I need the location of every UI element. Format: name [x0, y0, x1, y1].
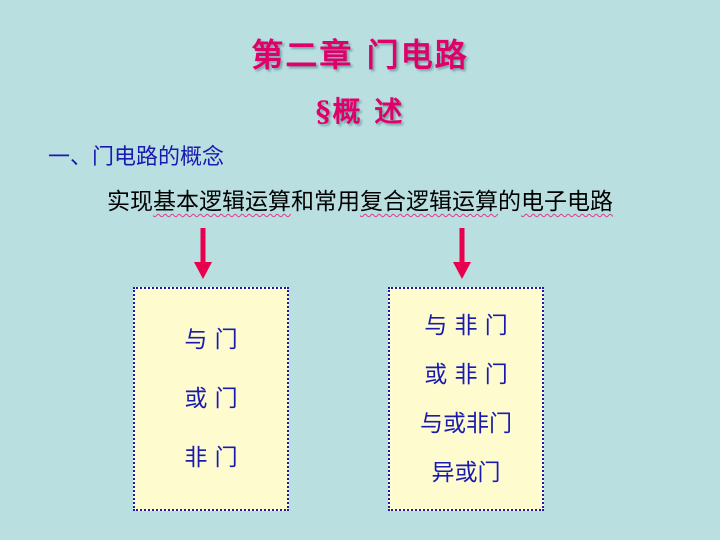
nand-gate-label: 与 非 门: [424, 312, 508, 339]
nor-gate-label: 或 非 门: [424, 361, 508, 388]
definition-text: 实现: [107, 189, 153, 215]
or-gate-label: 或 门: [184, 386, 238, 412]
basic-gates-box: 与 门 或 门 非 门: [133, 287, 289, 511]
and-or-invert-gate-label: 与或非门: [420, 410, 512, 437]
electronic-circuit-term: 电子电路: [521, 189, 613, 215]
not-gate-label: 非 门: [184, 445, 238, 471]
definition-sentence: 实现基本逻辑运算和常用复合逻辑运算的电子电路: [0, 182, 720, 216]
compound-gates-box: 与 非 门 或 非 门 与或非门 异或门: [388, 287, 544, 511]
basic-logic-term: 基本逻辑运算: [153, 189, 291, 215]
xor-gate-label: 异或门: [431, 459, 501, 486]
definition-text: 和常用: [291, 189, 360, 215]
slide-title: 第二章 门电路: [251, 36, 469, 74]
compound-logic-term: 复合逻辑运算: [360, 189, 498, 215]
section-heading: 一、门电路的概念: [48, 145, 225, 170]
and-gate-label: 与 门: [184, 327, 238, 353]
slide-subtitle: §概 述: [315, 95, 405, 128]
down-arrow-icon: [194, 228, 212, 279]
down-arrow-icon: [453, 228, 471, 279]
definition-text: 的: [498, 189, 521, 215]
